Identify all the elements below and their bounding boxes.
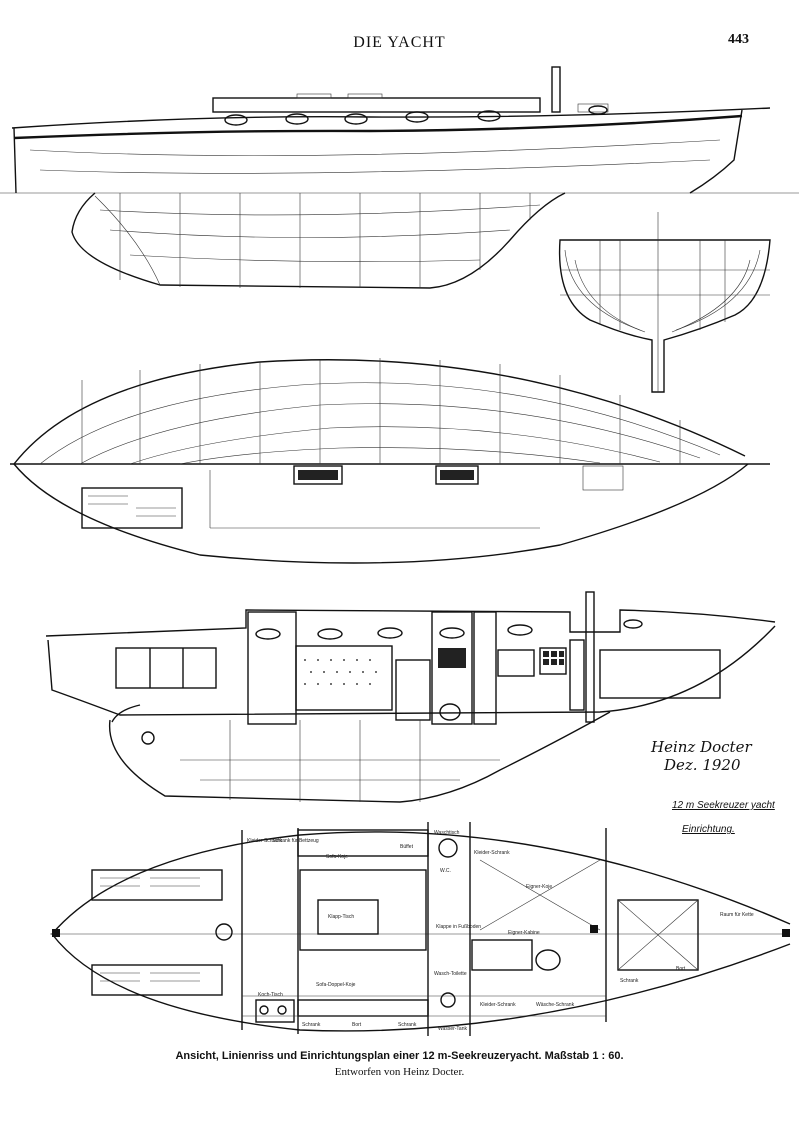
cabin-label: Schrank [398,1022,417,1028]
design-subtitle: Einrichtung. [682,824,735,835]
interior-profile: Heinz Docter Dez. 1920 [45,591,776,803]
cabin-label: Bort [352,1022,362,1028]
cabin-label: W.C. [440,868,451,874]
figure-credit: Entworfen von Heinz Docter. [334,1066,465,1078]
journal-title: DIE YACHT [353,34,446,51]
cabin-label: Waschtisch [434,830,460,836]
side-elevation [0,66,799,289]
cabin-label: Schrank für Bettzeug [272,838,319,844]
cabin-label: Koch-Tisch [258,992,283,998]
cabin-label: Sofa-Doppel-Koje [316,982,356,988]
cabin-label: Klappe in Fußboden [436,924,481,930]
cabin-label: Eigner-Kabine [508,930,540,936]
design-title: 12 m Seekreuzer yacht [672,800,775,811]
body-plan [558,212,771,393]
signature-date: Dez. 1920 [663,756,741,774]
designer-signature: Heinz Docter [650,738,752,756]
cabin-label: Eigner-Koje [526,884,552,890]
cabin-label: Raum für Kette [720,912,754,918]
cabin-label: Wasser-Tank [438,1026,467,1032]
cabin-label: Wasch-Toilette [434,971,467,977]
cabin-label: Wäsche-Schrank [536,1002,575,1008]
cabin-label: Schrank [620,978,639,984]
accommodation-plan: Kleider Schrank Schrank für Bettzeug Sof… [50,822,791,1036]
cabin-label: Schrank [302,1022,321,1028]
lines-plan [10,358,770,564]
cabin-label: Sofa-Koje [326,854,348,860]
cabin-label: Kleider-Schrank [480,1002,516,1008]
cabin-label: Bort [676,966,686,972]
page-number: 443 [728,32,749,47]
figure-caption: Ansicht, Linienriss und Einrichtungsplan… [175,1050,624,1062]
cabin-label: Büffet [400,844,414,850]
cabin-label: Klapp-Tisch [328,914,354,920]
cabin-label: Kleider Schrank [247,838,283,844]
cabin-label: Kleider-Schrank [474,850,510,856]
